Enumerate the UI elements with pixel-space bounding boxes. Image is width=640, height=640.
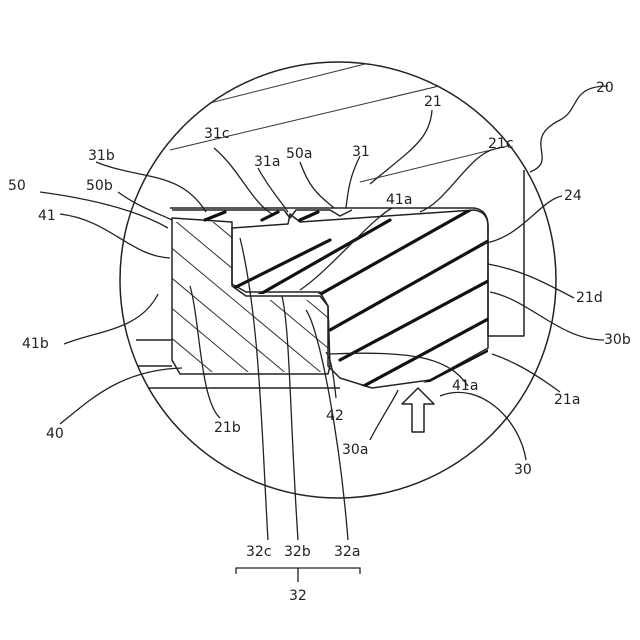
- label-30a: 30a: [342, 442, 368, 458]
- label-24: 24: [564, 188, 582, 204]
- detail-circle: [120, 62, 556, 498]
- label-31c: 31c: [204, 126, 230, 142]
- label-21d: 21d: [576, 290, 603, 306]
- label-31b: 31b: [88, 148, 115, 164]
- lip-31: [172, 210, 352, 220]
- label-30: 30: [514, 462, 532, 478]
- label-40: 40: [46, 426, 64, 442]
- label-21c: 21c: [488, 136, 514, 152]
- label-32c: 32c: [246, 544, 272, 560]
- label-41a-lower: 41a: [452, 378, 478, 394]
- label-31: 31: [352, 144, 370, 160]
- label-41b: 41b: [22, 336, 49, 352]
- reference-labels: 20 21 21c 24 21d 30b 21a 30 41a 30a 42 5…: [8, 80, 631, 604]
- label-32a: 32a: [334, 544, 360, 560]
- label-50b: 50b: [86, 178, 113, 194]
- label-31a: 31a: [254, 154, 280, 170]
- label-21b: 21b: [214, 420, 241, 436]
- label-41: 41: [38, 208, 56, 224]
- housing-21: [150, 20, 540, 336]
- label-50: 50: [8, 178, 26, 194]
- label-42: 42: [326, 408, 344, 424]
- label-20: 20: [596, 80, 614, 96]
- label-32: 32: [289, 588, 307, 604]
- label-21: 21: [424, 94, 442, 110]
- member-40: [120, 180, 350, 387]
- seal-30: [230, 210, 490, 388]
- pressure-arrow-icon: [402, 388, 434, 432]
- label-21a: 21a: [554, 392, 580, 408]
- label-41a-upper: 41a: [386, 192, 412, 208]
- label-50a: 50a: [286, 146, 312, 162]
- label-30b: 30b: [604, 332, 631, 348]
- label-32b: 32b: [284, 544, 311, 560]
